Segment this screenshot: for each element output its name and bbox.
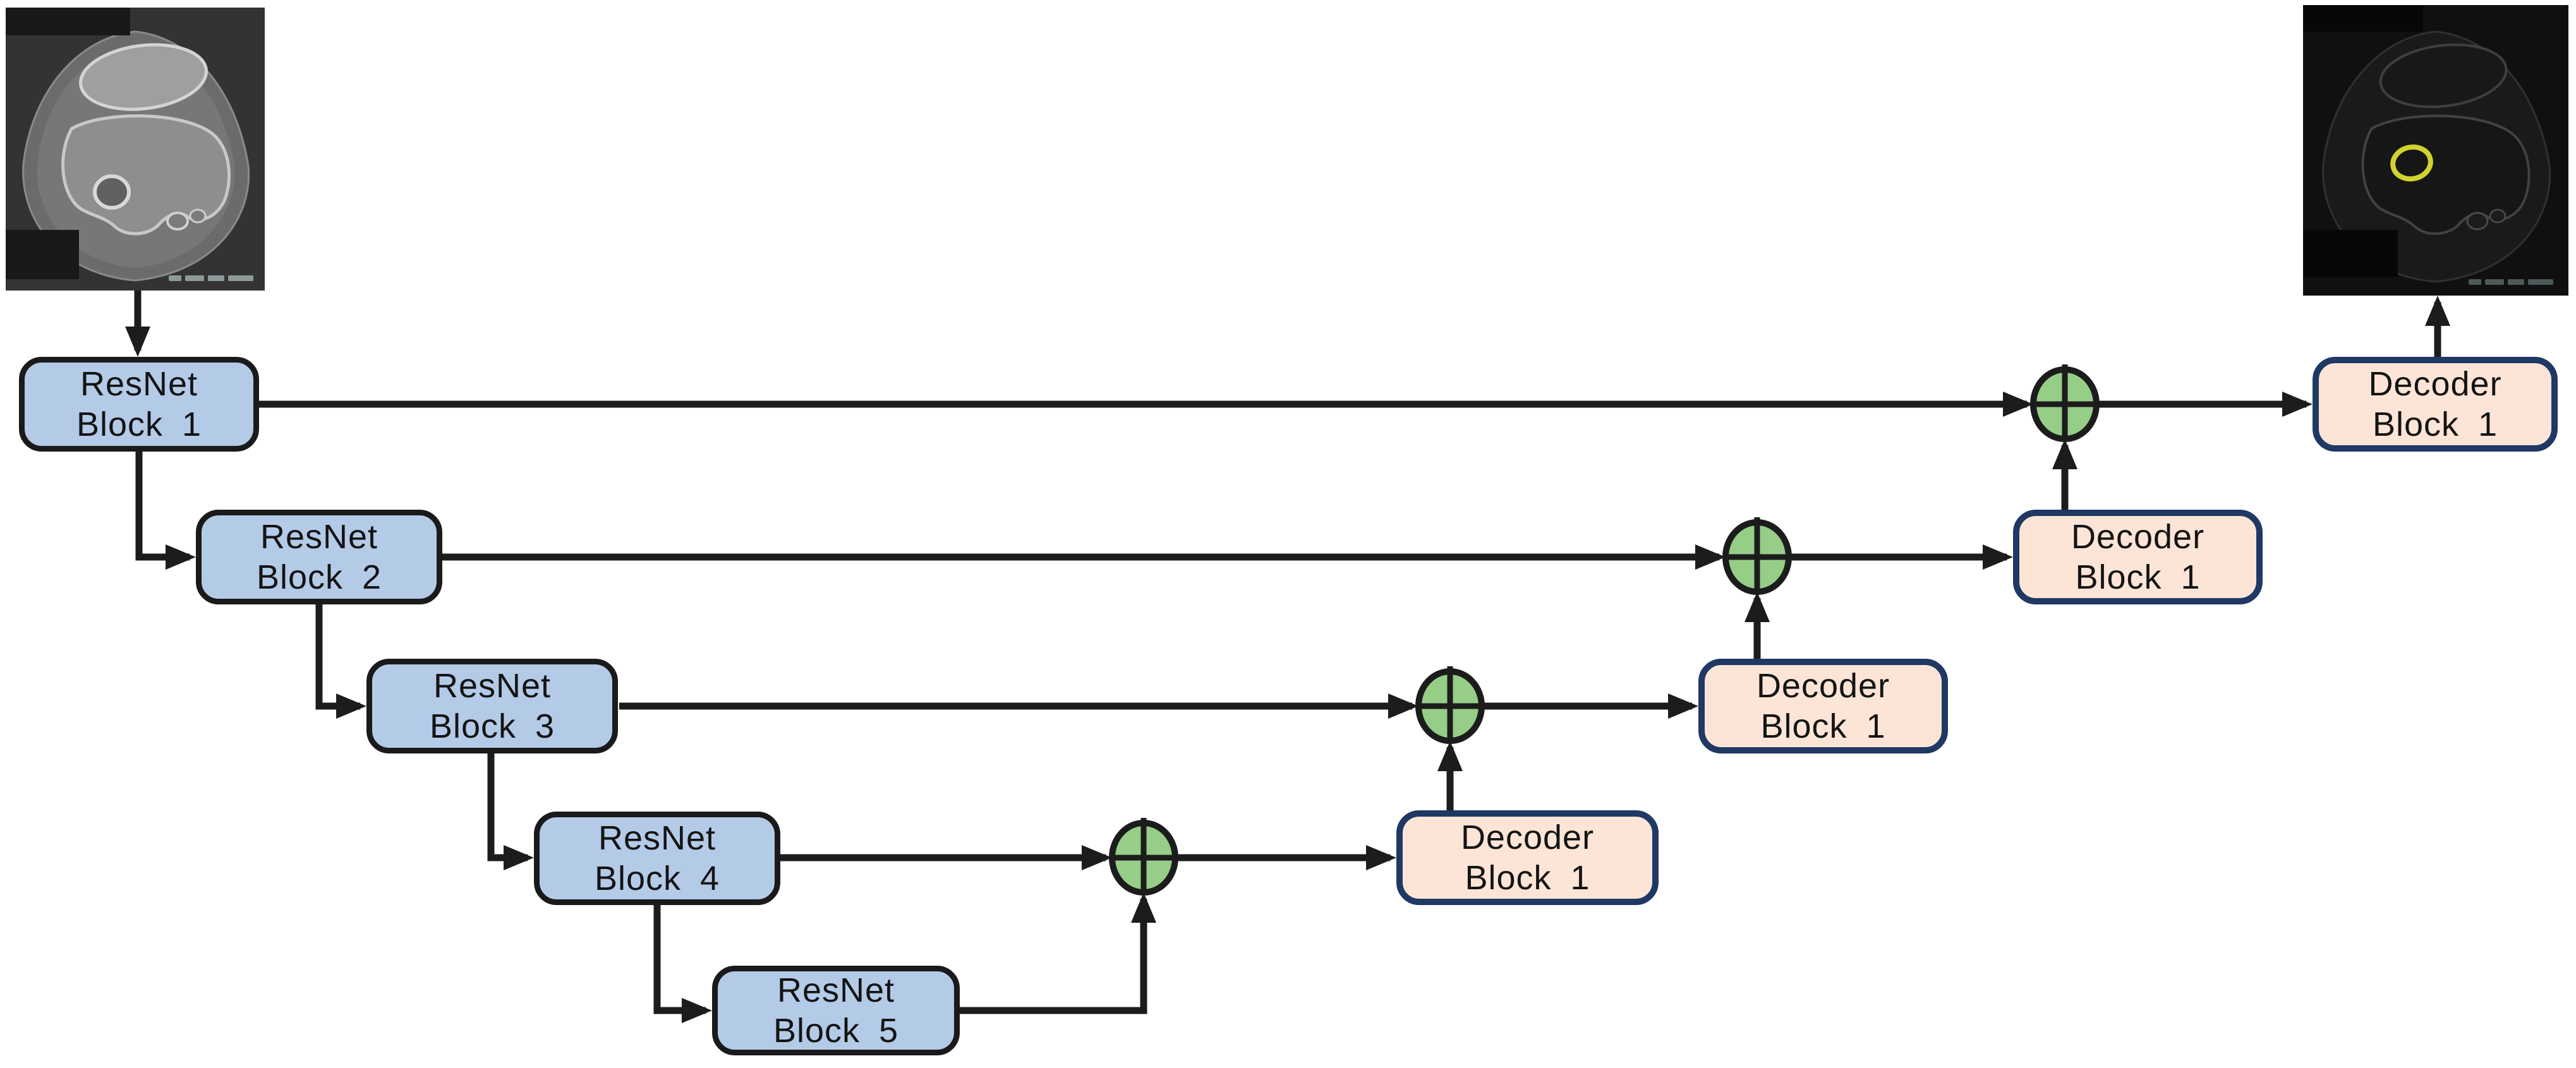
input-ct-graphic [6,8,265,291]
output-ct-image [2303,5,2568,296]
decoder-block-row1: Decoder Block 1 [2313,357,2558,452]
resnet-block-2-label-line2: Block 2 [256,558,382,596]
edge-resnet5-to-merge4 [960,892,1156,1014]
decoder-block-row4-label-line1: Decoder [1460,819,1595,856]
decoder-block-row3-label-line2: Block 1 [1760,707,1886,745]
edge-resnet3-to-resnet4 [487,753,534,870]
resnet-block-1: ResNet Block 1 [19,357,259,452]
resnet-block-1-label-line2: Block 1 [76,405,202,443]
resnet-block-2-label-line1: ResNet [260,518,378,556]
dicom-overlay-marks [169,275,253,281]
resnet-block-3: ResNet Block 3 [366,659,618,753]
decoder-block-row2-label-line2: Block 1 [2075,558,2201,596]
resnet-block-2: ResNet Block 2 [196,510,442,604]
decoder-block-row4-label-line2: Block 1 [1465,859,1590,897]
edge-resnet2-to-resnet3 [315,604,366,719]
resnet-block-3-label-line2: Block 3 [429,707,555,745]
decoder-block-row2: Decoder Block 1 [2013,510,2263,604]
resnet-block-4: ResNet Block 4 [534,812,780,905]
resnet-block-5: ResNet Block 5 [712,966,960,1055]
redaction-bar-bottom [6,230,79,279]
resnet-block-4-label-line1: ResNet [598,819,717,857]
resnet-block-1-label-line1: ResNet [80,365,198,403]
redaction-bar-top [6,8,130,35]
redaction-bar-top [2303,5,2423,32]
merge-node-3 [1415,666,1485,744]
patella-bone [79,43,208,111]
decoder-block-row3-label-line1: Decoder [1756,667,1890,705]
resnet-block-5-label-line2: Block 5 [773,1012,899,1050]
merge-node-4 [1109,818,1178,896]
merge-node-1 [2030,364,2100,442]
decoder-block-row1-label-line2: Block 1 [2372,405,2498,443]
input-ct-image [6,8,265,291]
output-ct-graphic [2303,5,2568,296]
decoder-block-row3: Decoder Block 1 [1698,659,1948,753]
decoder-block-row4: Decoder Block 1 [1396,810,1659,905]
edge-resnet4-to-resnet5 [653,904,712,1023]
decoder-block-row2-label-line1: Decoder [2071,518,2205,556]
resnet-block-3-label-line1: ResNet [433,667,552,705]
redaction-bar-bottom [2303,230,2398,277]
dicom-overlay-marks [2469,279,2553,285]
merge-node-2 [1722,517,1792,595]
bone-canal-ring [93,174,131,210]
resnet-block-5-label-line1: ResNet [777,971,895,1009]
decoder-block-row1-label-line1: Decoder [2368,365,2502,403]
resnet-block-4-label-line2: Block 4 [594,860,720,897]
segmentation-ring-annotation [2390,144,2433,182]
edge-resnet1-to-resnet2 [135,452,196,570]
